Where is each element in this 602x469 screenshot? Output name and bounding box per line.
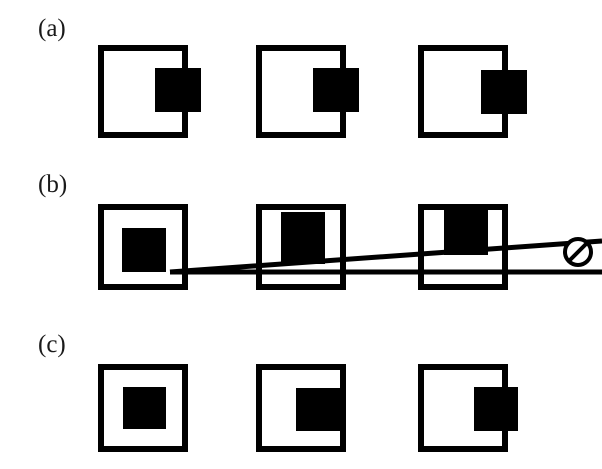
black-block (281, 212, 325, 264)
black-block (296, 388, 342, 431)
square-outline (98, 364, 188, 452)
panel-b-1 (98, 204, 188, 290)
panel-a-1 (98, 45, 201, 138)
black-block (444, 205, 488, 255)
panel-c-2 (256, 364, 346, 452)
square-outline (256, 364, 346, 452)
panel-a-2 (256, 45, 359, 138)
black-block (313, 68, 359, 112)
row-a-group (98, 45, 527, 138)
panel-c-1 (98, 364, 188, 452)
black-block (123, 387, 166, 429)
square-outline (98, 204, 188, 290)
row-c-group (98, 364, 518, 452)
null-symbol-icon (563, 237, 593, 267)
square-outline (256, 204, 346, 290)
row-label-a: (a) (38, 15, 66, 42)
panel-c-3 (418, 364, 518, 452)
row-b-group (98, 204, 602, 290)
row-label-b: (b) (38, 171, 68, 198)
panel-b-2 (256, 204, 346, 290)
black-block (474, 387, 518, 431)
panel-a-3 (418, 45, 527, 138)
panel-b-3 (418, 204, 508, 290)
black-block (155, 68, 201, 112)
black-block (481, 70, 527, 114)
slanted-line (169, 238, 602, 275)
row-label-c: (c) (38, 331, 66, 358)
black-block (122, 228, 166, 272)
